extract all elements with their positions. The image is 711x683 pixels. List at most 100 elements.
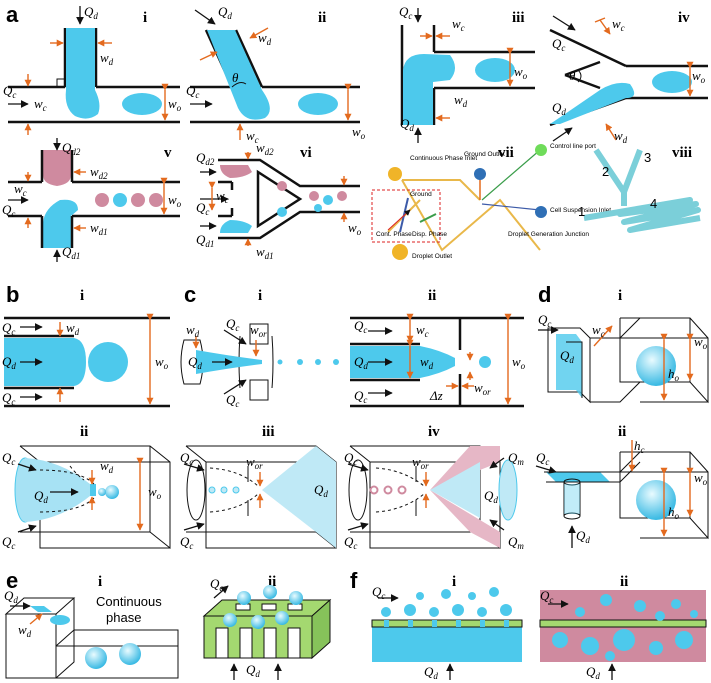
svg-text:Qc: Qc: [3, 83, 16, 100]
panel-label-a: a: [6, 2, 19, 27]
svg-text:Qd: Qd: [586, 664, 600, 681]
svg-text:wc: wc: [246, 128, 259, 145]
svg-text:wc: wc: [592, 322, 605, 339]
svg-text:Δz: Δz: [429, 388, 443, 403]
svg-text:Qc: Qc: [196, 200, 209, 217]
svg-text:Qd: Qd: [560, 348, 574, 365]
d-ii-step-emulsification-vertical: ii Qc hc wo ho Qd: [535, 424, 709, 548]
svg-text:θ: θ: [232, 70, 239, 85]
c-ii-planar-flow-focusing: ii Qc Qd Qc wc wd Δz wor wo: [350, 288, 526, 408]
svg-text:Qd: Qd: [34, 488, 48, 505]
svg-text:Qc: Qc: [186, 83, 199, 100]
svg-text:wc: wc: [34, 96, 47, 113]
ground-outlet-port: [474, 168, 486, 180]
svg-text:wd2: wd2: [90, 164, 108, 181]
svg-text:Qc: Qc: [354, 388, 367, 405]
svg-text:Qc: Qc: [226, 392, 239, 409]
svg-text:ii: ii: [80, 424, 88, 440]
svg-text:Qd2: Qd2: [196, 150, 215, 167]
svg-text:wo: wo: [155, 354, 169, 371]
svg-text:Qd: Qd: [314, 482, 328, 499]
sub-label-a-i: i: [143, 10, 147, 26]
sub-label-a-v: v: [164, 145, 172, 161]
svg-text:Continuous Phase Inlet: Continuous Phase Inlet: [410, 155, 477, 162]
svg-text:wor: wor: [246, 454, 263, 471]
svg-text:i: i: [98, 574, 102, 590]
svg-text:Qd: Qd: [424, 664, 438, 681]
svg-text:Qc: Qc: [538, 312, 551, 329]
a-iv-v-junction: iv Qc wc θ wo Qd wd: [549, 10, 708, 145]
a-v-double-t-junction: v Qd2 wd2 Qc wc wo wd1 Qd1: [2, 138, 182, 262]
a-viii-serpentine: viii 1 2 3 4: [578, 145, 701, 233]
svg-text:wor: wor: [412, 454, 429, 471]
svg-text:wo: wo: [148, 484, 162, 501]
svg-text:wc: wc: [452, 16, 465, 33]
svg-text:Qd: Qd: [576, 528, 590, 545]
svg-text:Qd: Qd: [84, 4, 98, 21]
svg-text:i: i: [80, 288, 84, 304]
sub-label-a-ii: ii: [318, 10, 326, 26]
svg-text:wd2: wd2: [256, 140, 274, 157]
svg-text:wo: wo: [352, 124, 366, 141]
svg-text:Qc: Qc: [210, 576, 223, 593]
svg-text:Qc: Qc: [372, 584, 385, 601]
svg-text:Qd: Qd: [246, 662, 260, 679]
a-vi-triangle-junction: vi Qd2 wd2 Qc wc Qd1 wd1 wo: [196, 140, 362, 261]
svg-text:wo: wo: [694, 334, 708, 351]
svg-text:wo: wo: [168, 96, 182, 113]
svg-text:Qd: Qd: [2, 354, 16, 371]
svg-text:hc: hc: [634, 438, 645, 455]
svg-text:Disp. Phase: Disp. Phase: [412, 231, 447, 238]
e-i-terrace: i Qd wd Continuous phase: [4, 574, 179, 679]
svg-text:Continuous: Continuous: [96, 594, 162, 609]
continuous-inlet-port: [388, 167, 402, 181]
svg-text:wor: wor: [474, 380, 491, 397]
svg-text:phase: phase: [106, 610, 141, 625]
svg-text:wo: wo: [514, 64, 528, 81]
svg-text:Qc: Qc: [2, 450, 15, 467]
svg-text:ii: ii: [428, 288, 436, 304]
sub-label-a-viii: viii: [672, 145, 692, 161]
svg-text:wor: wor: [250, 322, 267, 339]
svg-text:wd: wd: [258, 30, 272, 47]
svg-text:Qd: Qd: [400, 116, 414, 133]
svg-text:Qc: Qc: [536, 450, 549, 467]
sub-label-a-iv: iv: [678, 10, 690, 26]
svg-text:ho: ho: [668, 504, 680, 521]
svg-text:ii: ii: [268, 574, 276, 590]
svg-text:wc: wc: [14, 181, 27, 198]
svg-text:wo: wo: [168, 192, 182, 209]
svg-text:Qc: Qc: [2, 202, 15, 219]
svg-text:i: i: [452, 574, 456, 590]
svg-text:Qc: Qc: [2, 320, 15, 337]
svg-text:i: i: [258, 288, 262, 304]
d-i-step-emulsification: i Qc wc Qd wo ho: [538, 288, 709, 404]
svg-text:3: 3: [644, 150, 651, 165]
svg-text:2: 2: [602, 164, 609, 179]
svg-text:Cell Suspension Inlet: Cell Suspension Inlet: [550, 207, 611, 214]
svg-text:Qd: Qd: [552, 100, 566, 117]
svg-text:Qc: Qc: [180, 450, 193, 467]
svg-text:wo: wo: [512, 354, 526, 371]
svg-text:Control line port: Control line port: [550, 143, 596, 150]
cell-inlet-port: [535, 206, 547, 218]
svg-text:wd1: wd1: [90, 220, 108, 237]
svg-text:Qd: Qd: [188, 354, 202, 371]
c-iii-3d-flow-focusing: iii Qc Qc wor Qd: [180, 424, 337, 551]
panel-label-c: c: [184, 282, 196, 307]
svg-text:Qd: Qd: [218, 4, 232, 21]
svg-text:ii: ii: [620, 574, 628, 590]
f-i-membrane-emulsification: i Qc Qd: [371, 574, 523, 681]
sub-label-a-vi: vi: [300, 145, 312, 161]
svg-text:Qc: Qc: [344, 534, 357, 551]
c-iv-3d-flow-focusing-middle-phase: iv Qc Qc wor Qm Qm Qd: [344, 424, 524, 551]
svg-text:Qc: Qc: [226, 316, 239, 333]
svg-text:wc: wc: [216, 188, 229, 205]
svg-text:Ground Outlet: Ground Outlet: [464, 151, 505, 158]
svg-text:Qm: Qm: [508, 450, 524, 467]
control-port: [535, 144, 547, 156]
svg-text:Qc: Qc: [180, 534, 193, 551]
svg-text:Droplet Outlet: Droplet Outlet: [412, 253, 452, 260]
svg-text:ii: ii: [618, 424, 626, 440]
